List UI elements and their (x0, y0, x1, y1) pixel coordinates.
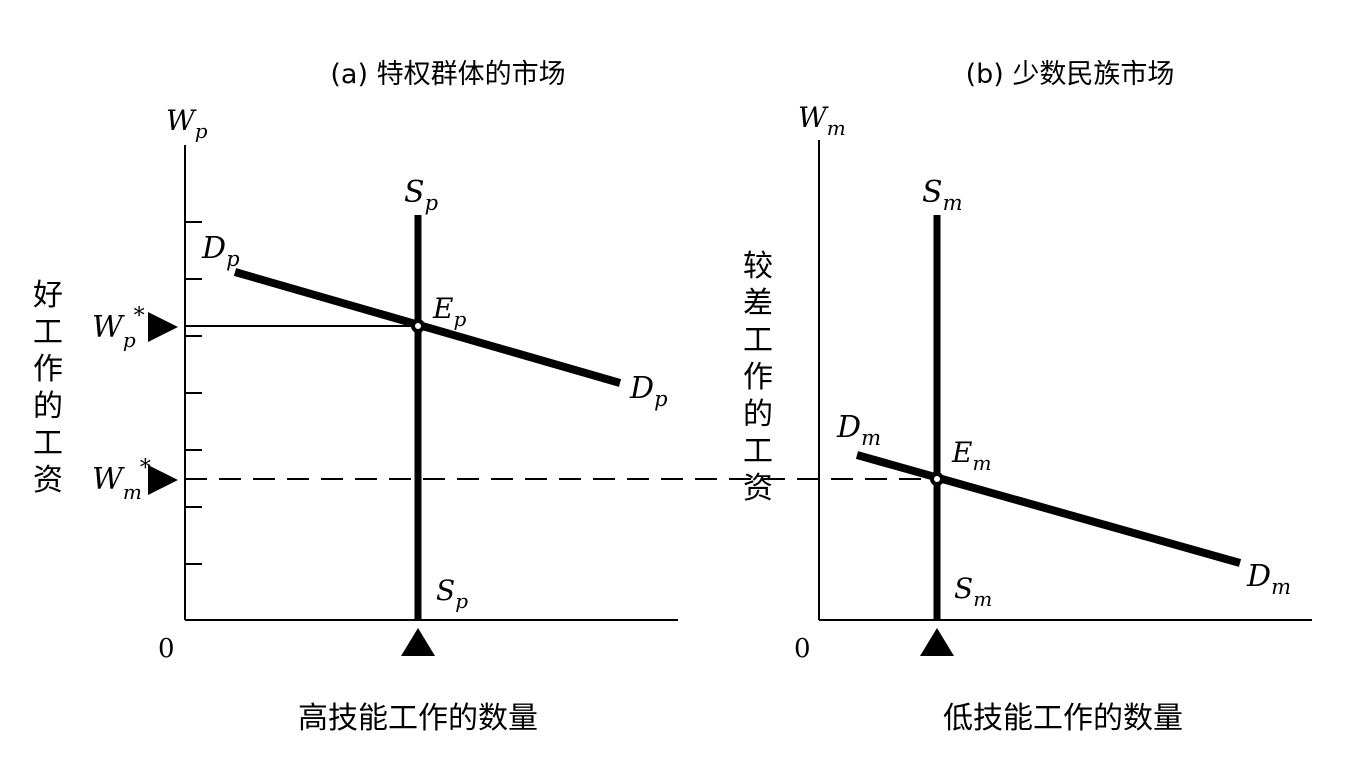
side-char: 工 (33, 426, 63, 461)
panel-b-title: (b) 少数民族市场 (966, 59, 1175, 90)
panel-a-x-axis-label: 高技能工作的数量 (298, 701, 538, 736)
panel-a-wage-p-label: Wp* (92, 304, 145, 352)
side-char: 工 (743, 434, 773, 469)
side-char: 工 (33, 315, 63, 350)
panel-a-supply-marker (401, 628, 435, 656)
panel-b-demand-right-label: Dm (1246, 559, 1291, 599)
side-char: 资 (33, 463, 63, 498)
wage-m-marker (148, 465, 178, 495)
wage-p-marker (148, 312, 178, 342)
panel-b-x-axis-label: 低技能工作的数量 (943, 701, 1183, 736)
panel-a-supply-bottom-label: Sp (436, 574, 468, 613)
panel-b-supply-bottom-label: Sm (954, 572, 992, 611)
panel-b-demand-left-label: Dm (836, 410, 881, 450)
panel-b-supply-top-label: Sm (922, 175, 962, 215)
panel-b-demand-line (855, 451, 1242, 567)
panel-a-y-ticks (185, 221, 202, 565)
panel-a-demand-right-label: Dp (629, 371, 668, 411)
panel-b-y-axis-symbol: Wm (798, 101, 846, 140)
panel-a-demand-line (233, 268, 622, 387)
panel-a-demand-left-label: Dp (201, 231, 240, 271)
panel-a-title: (a) 特权群体的市场 (330, 59, 565, 90)
side-char: 较 (743, 249, 773, 284)
panel-a-origin: 0 (158, 634, 175, 664)
side-char: 作 (743, 360, 773, 395)
panel-b-side-label: 较 差 工 作 的 工 资 (743, 249, 773, 506)
panel-b: (b) 少数民族市场 Wm 较 差 工 作 的 工 资 0 Sm Sm Dm D… (743, 59, 1312, 736)
panel-a-equilibrium-dot-center (415, 323, 421, 329)
side-char: 资 (743, 471, 773, 506)
side-char: 的 (743, 397, 773, 432)
side-char: 作 (33, 352, 63, 387)
panel-a-equilibrium-label: Ep (432, 292, 466, 331)
panel-a-supply-top-label: Sp (404, 175, 438, 215)
panel-a-y-axis-symbol: Wp (166, 104, 208, 143)
side-char: 差 (743, 286, 773, 321)
panel-a-side-label: 好 工 作 的 工 资 (33, 278, 63, 498)
panel-b-equilibrium-label: Em (951, 436, 991, 475)
panel-b-origin: 0 (794, 634, 811, 664)
side-char: 好 (33, 278, 63, 313)
panel-a: (a) 特权群体的市场 Wp 好 工 作 的 工 资 0 Wp* (33, 59, 678, 736)
panel-b-supply-marker (920, 628, 954, 656)
panel-b-equilibrium-dot-center (934, 476, 940, 482)
side-char: 的 (33, 389, 63, 424)
side-char: 工 (743, 323, 773, 358)
panel-a-wage-m-label: Wm* (92, 456, 151, 504)
